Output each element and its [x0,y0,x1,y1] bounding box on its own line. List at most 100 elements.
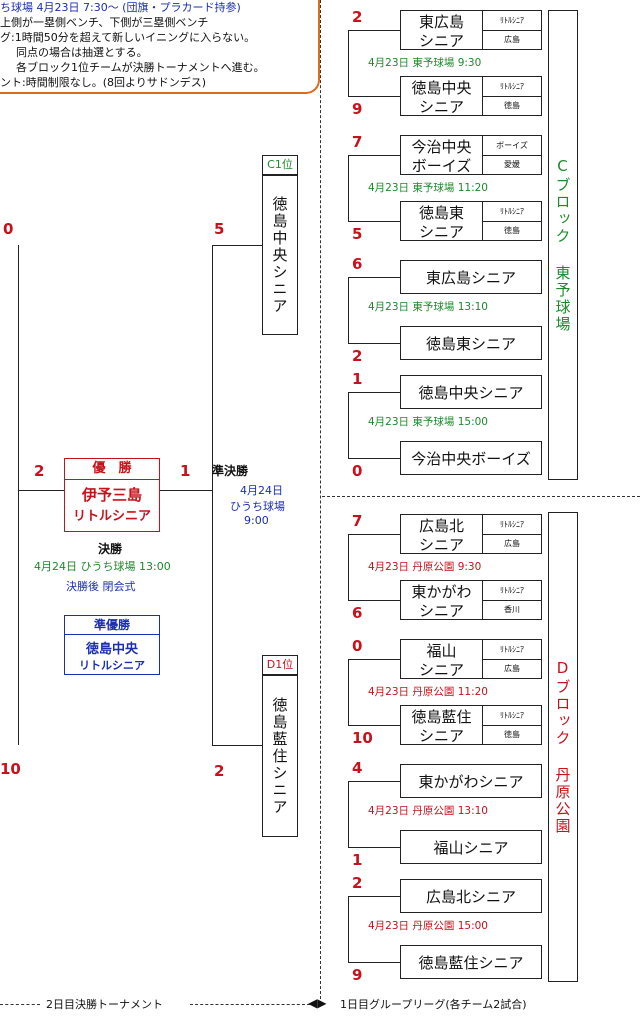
team-region: 愛媛 [504,160,520,170]
team-region: 広島 [504,35,520,45]
final-score-right: 1 [180,462,191,480]
footer-left: 2日目決勝トーナメント [46,998,163,1011]
game-date: 4月23日 東予球場 15:00 [368,416,488,428]
game-score-bottom: 9 [352,966,363,984]
game-bracket-line [348,277,349,343]
team-league: ﾘﾄﾙｼﾆｱ [483,515,541,535]
team-name: 東かがわ シニア [411,583,472,620]
note-line-2: 上側が一塁側ベンチ、下側が三塁側ベンチ [0,16,209,29]
team-name: 今治中央 ボーイズ [411,138,472,175]
team-name: 福山 シニア [418,642,464,679]
team-meta: ﾘﾄﾙｼﾆｱ徳島 [482,77,541,115]
team-region: 香川 [504,605,520,615]
game-score-top: 7 [352,133,363,151]
game-score-bottom: 2 [352,347,363,365]
team-box: 徳島東 シニアﾘﾄﾙｼﾆｱ徳島 [400,201,542,241]
bracket-left-line [18,245,19,745]
team-league: ﾘﾄﾙｼﾆｱ [483,581,541,601]
team-box: 東広島シニア [400,260,542,294]
team-league: ﾘﾄﾙｼﾆｱ [483,640,541,660]
footer-arrows: ◀▶ [308,996,327,1010]
notes-box: ち球場 4月23日 7:30〜 (団旗・プラカード持参) 上側が一塁側ベンチ、下… [0,0,320,94]
semi-venue: ひうち球場 [230,500,285,513]
game-score-top: 6 [352,255,363,273]
team-name: 東広島 シニア [418,13,464,50]
game-bracket-line [348,155,349,221]
game-connector [348,343,400,344]
game-score-bottom: 6 [352,604,363,622]
winner-team-sub: リトルシニア [72,509,151,524]
game-connector [348,277,400,278]
semi-top-team: 徳島中央シニア [262,175,298,335]
game-date: 4月23日 東予球場 13:10 [368,301,488,313]
game-connector [348,392,400,393]
semi-date: 4月24日 [240,484,283,497]
semi-top-score: 5 [214,220,225,238]
team-box: 徳島中央シニア [400,375,542,409]
semi-bottom-label: D1位 [262,655,298,675]
game-date: 4月23日 東予球場 9:30 [368,57,482,69]
team-box: 今治中央 ボーイズボーイズ愛媛 [400,135,542,175]
winner-team: 伊予三島 [81,486,142,504]
team-meta: ﾘﾄﾙｼﾆｱ徳島 [482,202,541,240]
semi-bracket-line [212,245,213,745]
team-box: 今治中央ボーイズ [400,441,542,475]
game-score-top: 0 [352,637,363,655]
game-connector [348,781,400,782]
semi-bottom-connector [212,745,262,746]
block-d-title: Dブロック 丹原公園 [548,512,578,982]
left-bottom-score: 10 [0,760,21,778]
final-score-left: 2 [34,462,45,480]
semi-bottom-score: 2 [214,762,225,780]
game-score-bottom: 1 [352,851,363,869]
game-bracket-line [348,30,349,96]
team-box: 徳島藍住 シニア ﾘﾄﾙｼﾆｱ徳島 [400,705,542,745]
final-left-connector [18,490,64,491]
team-region: 広島 [504,664,520,674]
game-bracket-line [348,659,349,725]
game-score-bottom: 5 [352,225,363,243]
runnerup-box: 準優勝 徳島中央 リトルシニア [64,615,160,675]
game-date: 4月23日 丹原公園 13:10 [368,805,488,817]
game-date: 4月23日 丹原公園 15:00 [368,920,488,932]
final-title: 決勝 [98,542,123,556]
game-score-top: 4 [352,759,363,777]
game-connector [348,458,400,459]
team-name: 徳島中央 シニア [411,79,472,116]
game-connector [348,155,400,156]
final-right-connector [160,490,212,491]
team-region: 徳島 [504,226,520,236]
team-box: 福山シニア [400,830,542,864]
footer-right: 1日目グループリーグ(各チーム2試合) [340,998,527,1011]
team-box: 東広島 シニア ﾘﾄﾙｼﾆｱ 広島 [400,10,542,50]
team-meta: ﾘﾄﾙｼﾆｱ 香川 [482,581,541,619]
game-date: 4月23日 丹原公園 11:20 [368,686,488,698]
section-divider [320,0,321,1004]
game-bracket-line [348,781,349,847]
semi-top-label: C1位 [262,155,298,175]
semi-top-connector [212,245,262,246]
game-score-bottom: 0 [352,462,363,480]
footer-dash-left [0,1004,40,1005]
team-name: 徳島藍住 シニア [411,708,472,745]
team-box: 徳島藍住シニア [400,945,542,979]
block-divider [322,496,640,497]
team-meta: ﾘﾄﾙｼﾆｱ広島 [482,515,541,553]
runnerup-label: 準優勝 [65,616,159,635]
game-date: 4月23日 丹原公園 9:30 [368,561,482,573]
team-league: ﾘﾄﾙｼﾆｱ [483,706,541,726]
team-region: 徳島 [504,101,520,111]
team-league: ﾘﾄﾙｼﾆｱ [483,11,541,31]
left-top-score: 0 [3,220,14,238]
note-line-5: 各ブロック1位チームが決勝トーナメントへ進む。 [16,61,265,74]
team-box: 徳島東シニア [400,326,542,360]
semi-title: 準決勝 [212,464,249,478]
team-meta: ﾘﾄﾙｼﾆｱ徳島 [482,706,541,744]
game-connector [348,659,400,660]
game-connector [348,221,400,222]
game-connector [348,600,400,601]
footer-dash-mid [190,1004,310,1005]
game-connector [348,725,400,726]
game-bracket-line [348,534,349,600]
game-bracket-line [348,392,349,458]
